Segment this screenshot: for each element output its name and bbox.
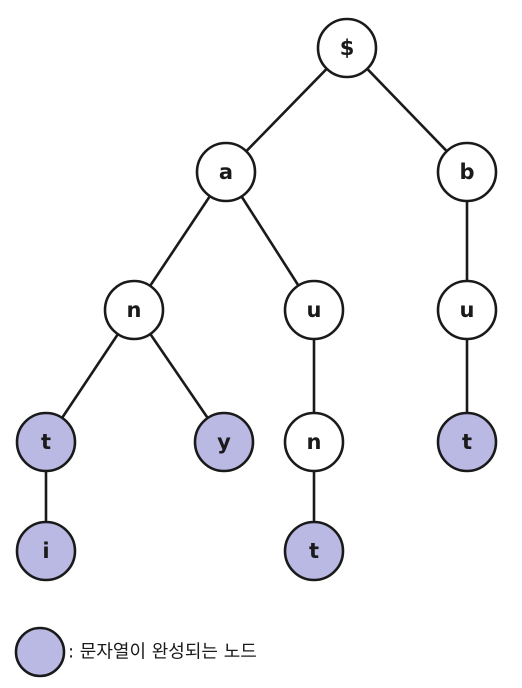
legend-label: : 문자열이 완성되는 노드 [68, 642, 257, 663]
complete-node-circle [283, 520, 345, 582]
node-label: a [219, 160, 233, 184]
trie-node-root: $ [316, 17, 378, 79]
edge-an-any [149, 332, 209, 420]
node-label: t [309, 539, 319, 563]
node-label: u [307, 298, 322, 322]
node-label: $ [340, 36, 355, 60]
node-label: b [459, 160, 474, 184]
trie-node-a: a [195, 141, 257, 203]
edge-an-ant [60, 332, 120, 420]
node-circle [436, 141, 498, 203]
trie-node-ant: t [15, 411, 77, 473]
trie-node-b: b [436, 141, 498, 203]
trie-node-aunt: t [283, 520, 345, 582]
node-circle [283, 279, 345, 341]
edge-a-au [240, 195, 300, 287]
node-label: y [217, 430, 231, 454]
trie-node-aun: n [283, 411, 345, 473]
complete-node-circle [15, 411, 77, 473]
edge-a-an [148, 194, 212, 288]
complete-node-circle [193, 411, 255, 473]
trie-node-but: t [436, 411, 498, 473]
trie-node-bu: u [436, 279, 498, 341]
edge-root-b [365, 67, 449, 153]
node-circle [195, 141, 257, 203]
node-label: n [127, 298, 142, 322]
trie-node-au: u [283, 279, 345, 341]
edges-layer [44, 67, 469, 524]
node-label: u [460, 298, 475, 322]
node-circle [316, 17, 378, 79]
trie-node-any: y [193, 411, 255, 473]
node-circle [103, 279, 165, 341]
node-label: t [41, 430, 51, 454]
trie-node-anti: i [15, 520, 77, 582]
legend: : 문자열이 완성되는 노드 [14, 626, 257, 678]
node-circle [436, 279, 498, 341]
legend-complete-node-swatch [14, 626, 66, 678]
node-label: i [42, 539, 49, 563]
node-label: n [307, 430, 322, 454]
node-label: t [462, 430, 472, 454]
edge-root-a [245, 67, 329, 153]
complete-node-circle [436, 411, 498, 473]
nodes-layer: $ a b n u u t y n t i t [15, 17, 498, 582]
complete-node-circle [15, 520, 77, 582]
trie-node-an: n [103, 279, 165, 341]
node-circle [283, 411, 345, 473]
